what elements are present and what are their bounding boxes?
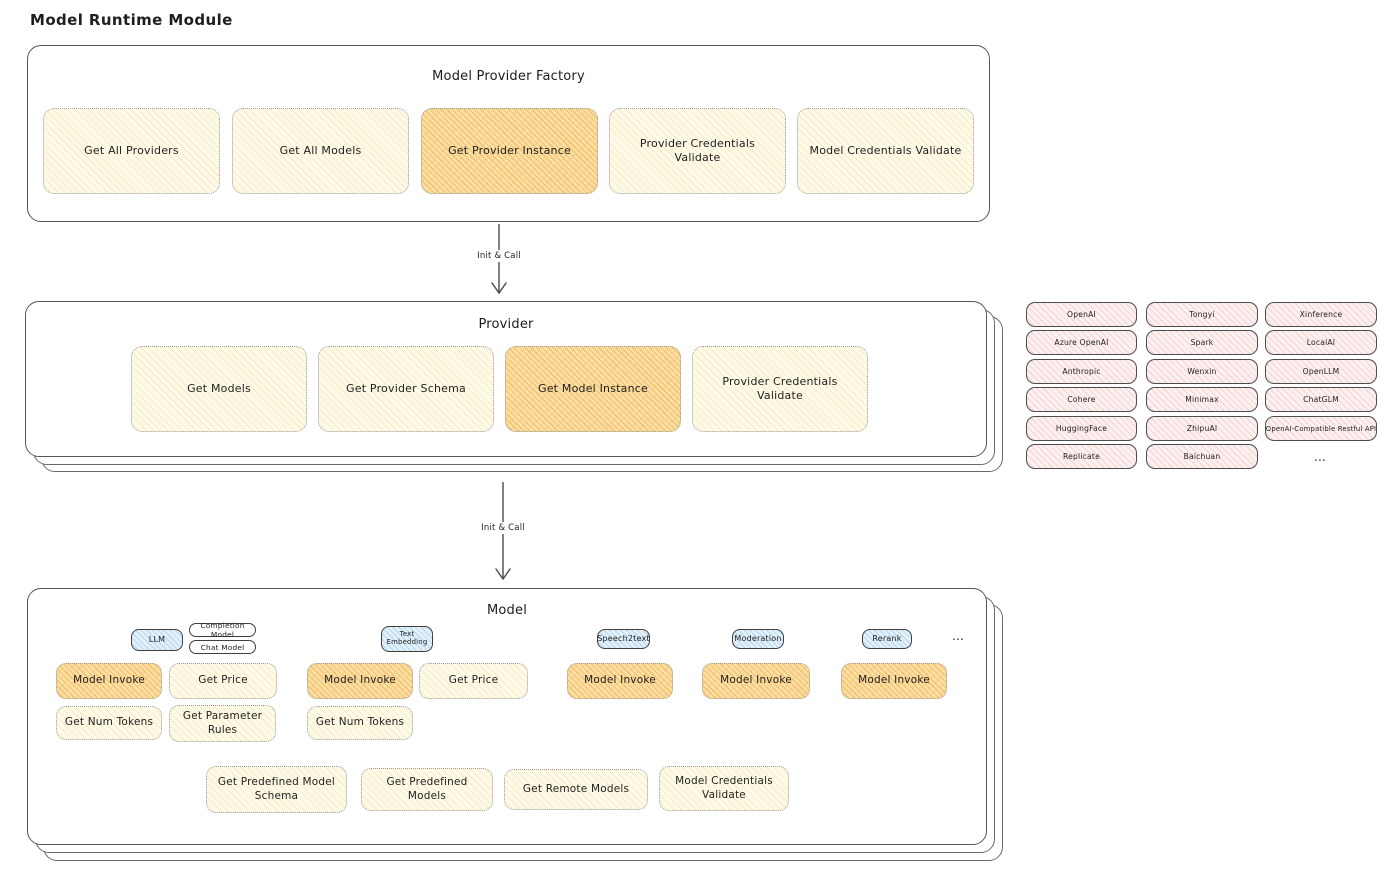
- tab-speech2text[interactable]: Speech2text: [597, 629, 650, 649]
- provider-cell-localai[interactable]: LocalAI: [1265, 330, 1377, 355]
- tab-text-embedding[interactable]: Text Embedding: [381, 626, 433, 652]
- embedding-get-num-tokens-button[interactable]: Get Num Tokens: [307, 706, 413, 740]
- get-provider-schema-button[interactable]: Get Provider Schema: [318, 346, 494, 432]
- llm-get-price-button[interactable]: Get Price: [169, 663, 277, 699]
- embedding-model-invoke-button[interactable]: Model Invoke: [307, 663, 413, 699]
- tab-chat-model[interactable]: Chat Model: [189, 640, 256, 654]
- get-model-instance-button[interactable]: Get Model Instance: [505, 346, 681, 432]
- model-credentials-validate-button-2[interactable]: Model Credentials Validate: [659, 766, 789, 811]
- model-box[interactable]: Model LLM Completion Model Chat Model Te…: [27, 588, 987, 845]
- init-call-label-1: Init & Call: [462, 250, 536, 262]
- model-credentials-validate-button[interactable]: Model Credentials Validate: [797, 108, 974, 194]
- tab-llm[interactable]: LLM: [131, 629, 183, 651]
- llm-get-parameter-rules-button[interactable]: Get Parameter Rules: [169, 705, 276, 742]
- moderation-model-invoke-button[interactable]: Model Invoke: [702, 663, 810, 699]
- provider-cell-baichuan[interactable]: Baichuan: [1146, 444, 1258, 469]
- get-predefined-models-button[interactable]: Get Predefined Models: [361, 768, 493, 811]
- init-call-label-2: Init & Call: [466, 522, 540, 534]
- tab-rerank[interactable]: Rerank: [862, 629, 912, 649]
- page-title: Model Runtime Module: [30, 11, 233, 29]
- get-remote-models-button[interactable]: Get Remote Models: [504, 769, 648, 810]
- provider-cell-cohere[interactable]: Cohere: [1026, 387, 1137, 412]
- provider-cell-openai-compatible[interactable]: OpenAI-Compatible Restful API: [1265, 416, 1377, 441]
- get-models-button[interactable]: Get Models: [131, 346, 307, 432]
- embedding-get-price-button[interactable]: Get Price: [419, 663, 528, 699]
- provider-credentials-validate-button[interactable]: Provider Credentials Validate: [609, 108, 786, 194]
- provider-cell-wenxin[interactable]: Wenxin: [1146, 359, 1258, 384]
- provider-cell-replicate[interactable]: Replicate: [1026, 444, 1137, 469]
- get-provider-instance-button[interactable]: Get Provider Instance: [421, 108, 598, 194]
- factory-title: Model Provider Factory: [432, 69, 585, 84]
- provider-credentials-validate-button-2[interactable]: Provider Credentials Validate: [692, 346, 868, 432]
- provider-cell-azure-openai[interactable]: Azure OpenAI: [1026, 330, 1137, 355]
- provider-cell-huggingface[interactable]: HuggingFace: [1026, 416, 1137, 441]
- provider-cell-zhipuai[interactable]: ZhipuAI: [1146, 416, 1258, 441]
- factory-box[interactable]: Model Provider Factory Get All Providers…: [27, 45, 990, 222]
- get-all-models-button[interactable]: Get All Models: [232, 108, 409, 194]
- provider-cell-anthropic[interactable]: Anthropic: [1026, 359, 1137, 384]
- speech2text-model-invoke-button[interactable]: Model Invoke: [567, 663, 673, 699]
- provider-cell-tongyi[interactable]: Tongyi: [1146, 302, 1258, 327]
- llm-get-num-tokens-button[interactable]: Get Num Tokens: [56, 706, 162, 740]
- tab-completion-model[interactable]: Completion Model: [189, 621, 256, 639]
- model-title: Model: [486, 603, 528, 618]
- providers-more-ellipsis: ...: [1314, 450, 1327, 464]
- provider-cell-minimax[interactable]: Minimax: [1146, 387, 1258, 412]
- provider-cell-chatglm[interactable]: ChatGLM: [1265, 387, 1377, 412]
- tab-moderation[interactable]: Moderation: [732, 629, 784, 649]
- provider-box[interactable]: Provider Get Models Get Provider Schema …: [25, 301, 987, 457]
- providers-grid: OpenAI Tongyi Xinference Azure OpenAI Sp…: [1026, 300, 1381, 475]
- tabs-more-ellipsis: ...: [952, 629, 965, 643]
- rerank-model-invoke-button[interactable]: Model Invoke: [841, 663, 947, 699]
- provider-cell-spark[interactable]: Spark: [1146, 330, 1258, 355]
- provider-title: Provider: [478, 317, 534, 332]
- provider-cell-xinference[interactable]: Xinference: [1265, 302, 1377, 327]
- provider-cell-openllm[interactable]: OpenLLM: [1265, 359, 1377, 384]
- get-all-providers-button[interactable]: Get All Providers: [43, 108, 220, 194]
- get-predefined-model-schema-button[interactable]: Get Predefined Model Schema: [206, 766, 347, 813]
- llm-model-invoke-button[interactable]: Model Invoke: [56, 663, 162, 699]
- provider-cell-openai[interactable]: OpenAI: [1026, 302, 1137, 327]
